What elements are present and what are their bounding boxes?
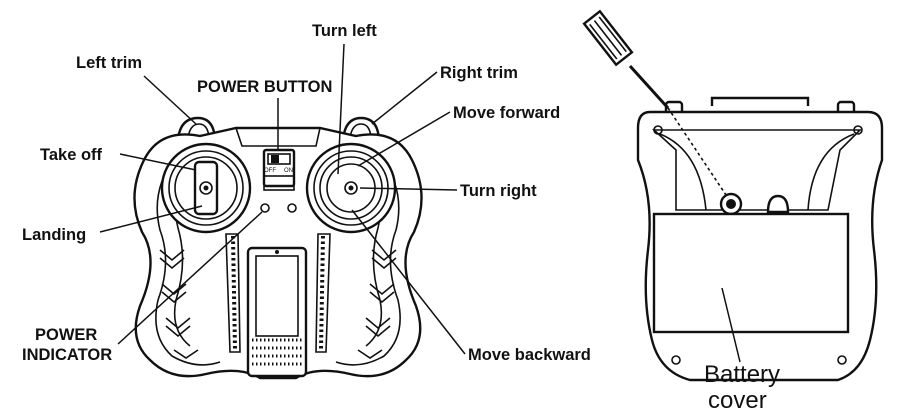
left-joystick	[160, 142, 252, 234]
label-move-backward: Move backward	[468, 346, 591, 364]
power-switch	[271, 155, 279, 163]
power-indicator-led	[260, 203, 270, 213]
switch-off-label: OFF	[264, 168, 276, 174]
label-move-forward: Move forward	[453, 104, 560, 122]
label-right-trim: Right trim	[440, 64, 518, 82]
center-slot	[246, 246, 308, 378]
right-ribbed-strip	[315, 233, 331, 353]
label-landing: Landing	[22, 226, 86, 244]
label-take-off: Take off	[40, 146, 103, 164]
screwdriver-icon	[582, 9, 729, 199]
label-power-indicator-line1: POWER	[35, 326, 97, 344]
power-switch-panel: OFF ON	[235, 127, 321, 213]
left-grip-band	[155, 155, 221, 366]
controller-back-view: Battery cover	[582, 9, 884, 414]
right-grip-chevrons	[357, 249, 397, 359]
left-ribbed-strip	[225, 233, 241, 353]
left-grip-chevrons	[159, 249, 199, 359]
battery-cover	[652, 212, 850, 334]
label-battery-cover-line1: Battery	[704, 361, 780, 388]
right-grip-band	[335, 155, 401, 366]
switch-on-label: ON	[284, 168, 293, 174]
label-power-indicator-line2: INDICATOR	[22, 346, 112, 364]
label-power-button: POWER BUTTON	[197, 78, 332, 96]
label-turn-right: Turn right	[460, 182, 537, 200]
controller-front-view: OFF ON	[133, 116, 423, 380]
battery-cover-screw	[719, 192, 743, 216]
front-view-labels: Left trim Take off Landing POWER BUTTON …	[22, 22, 591, 364]
label-battery-cover-line2: cover	[708, 387, 767, 414]
label-turn-left: Turn left	[312, 22, 377, 40]
label-left-trim: Left trim	[76, 54, 142, 72]
